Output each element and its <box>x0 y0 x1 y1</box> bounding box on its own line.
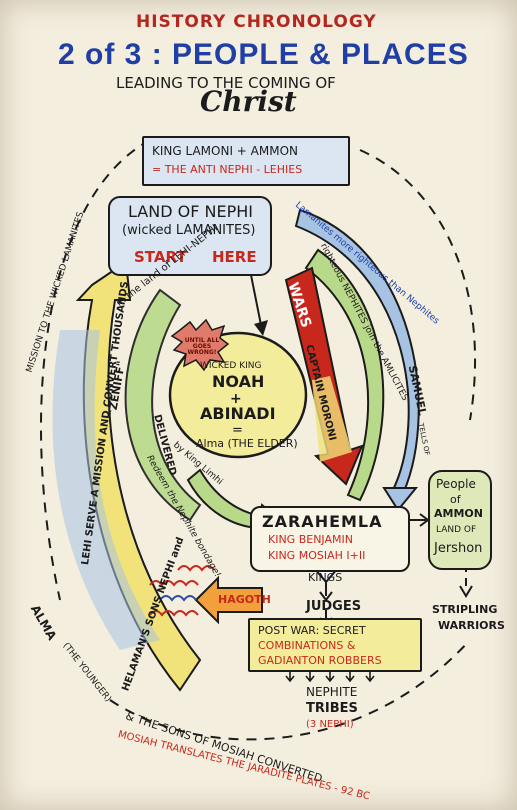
land-of-nephi-box: LAND OF NEPHI (wicked LAMANITES) START H… <box>108 196 272 276</box>
samuel-arrowhead <box>382 487 419 512</box>
kings-label: KINGS <box>308 571 343 584</box>
title-people-places: 2 of 3 : PEOPLE & PLACES <box>58 38 469 71</box>
lamoni-ammon-label: KING LAMONI + AMMON <box>152 144 299 158</box>
start-label: START <box>134 248 187 266</box>
king-mosiah-label: KING MOSIAH I+II <box>268 549 366 562</box>
dashed-outer-loop <box>40 139 151 601</box>
blue-wash-left <box>52 330 160 650</box>
nephi-to-circle-arrow <box>249 269 263 331</box>
noah-label: NOAH <box>212 372 265 391</box>
equals-label: = <box>232 423 243 438</box>
land-of-nephi-title: LAND OF NEPHI <box>128 202 253 221</box>
tribes-label: TRIBES <box>306 701 358 716</box>
zarahemla-title: ZARAHEMLA <box>262 512 383 531</box>
subtitle-christ: Christ <box>200 85 297 118</box>
stripling-label: STRIPLING <box>432 603 498 616</box>
judges-label: JUDGES <box>306 599 362 614</box>
abinadi-label: ABINADI <box>200 404 276 423</box>
ammon-label: AMMON <box>434 507 483 520</box>
post-war-line2: COMBINATIONS & <box>258 639 356 652</box>
waves <box>149 565 215 617</box>
wars-arrow-yellow <box>312 376 352 462</box>
title-history-chronology: HISTORY CHRONOLOGY <box>136 12 377 32</box>
here-label: HERE <box>212 248 257 266</box>
nephite-label: NEPHITE <box>306 685 358 699</box>
dashed-outer-loop-right <box>359 149 477 421</box>
people-label: People <box>436 477 476 491</box>
plus-label: + <box>230 391 242 407</box>
righteous-arc <box>304 248 385 502</box>
post-war-line1: POST WAR: SECRET <box>258 624 366 637</box>
post-war-box: POST WAR: SECRET COMBINATIONS & GADIANTO… <box>248 618 422 672</box>
alma-elder-label: Alma (THE ELDER) <box>196 437 298 450</box>
of-label: of <box>450 493 461 506</box>
until-burst-label: UNTIL ALL GOES WRONG! <box>184 337 220 356</box>
king-benjamin-label: KING BENJAMIN <box>268 533 353 546</box>
hagoth-label: HAGOTH <box>218 593 271 606</box>
zeniff-arc <box>124 288 202 522</box>
land-of-nephi-subtitle: (wicked LAMANITES) <box>122 223 256 238</box>
land-of-label: LAND OF <box>436 525 477 535</box>
until-burst <box>170 318 230 372</box>
warriors-label: WARRIORS <box>438 619 505 632</box>
subtitle-leading: LEADING TO THE COMING OF <box>116 74 336 92</box>
post-war-line3: GADIANTON ROBBERS <box>258 654 382 667</box>
dashed-bottom-loop <box>109 639 471 741</box>
anti-nephi-lehies-label: = THE ANTI NEPHI - LEHIES <box>152 163 303 176</box>
zarahemla-box: ZARAHEMLA KING BENJAMIN KING MOSIAH I+II <box>250 506 410 572</box>
lamoni-ammon-box: KING LAMONI + AMMON = THE ANTI NEPHI - L… <box>142 136 350 186</box>
third-nephi-label: (3 NEPHI) <box>306 719 354 730</box>
hagoth-arrow <box>194 575 263 625</box>
people-of-ammon-box: People of AMMON LAND OF Jershon <box>428 470 492 570</box>
wicked-king-label: WICKED KING <box>200 361 262 371</box>
tribe-arrows <box>285 672 375 683</box>
jershon-label: Jershon <box>434 541 483 556</box>
